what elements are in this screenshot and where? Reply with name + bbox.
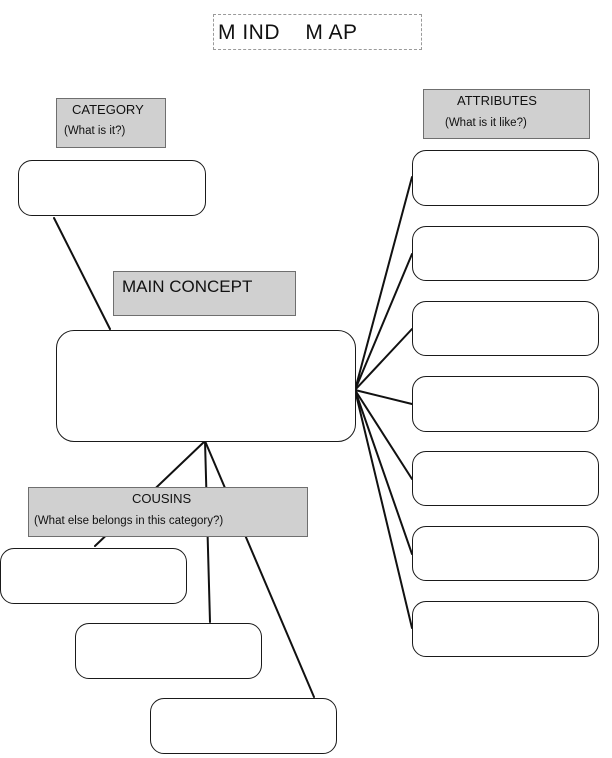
attribute-box-7[interactable] (412, 601, 599, 657)
cousin-box-2[interactable] (75, 623, 262, 679)
attributes-prompt: (What is it like?) (445, 117, 527, 129)
attribute-box-4[interactable] (412, 376, 599, 432)
category-connector (53, 217, 111, 330)
attribute-box-1[interactable] (412, 150, 599, 206)
category-label: CATEGORY (72, 102, 144, 117)
cousin-box-1[interactable] (0, 548, 187, 604)
cousin-connector-3 (204, 440, 315, 698)
attributes-label: ATTRIBUTES (457, 93, 537, 108)
attribute-connector-4 (354, 389, 413, 405)
cousin-box-3[interactable] (150, 698, 337, 754)
page-title: M IND M AP (218, 21, 358, 44)
cousins-label-box: COUSINS (What else belongs in this categ… (28, 487, 308, 537)
category-box[interactable] (18, 160, 206, 216)
cousins-label: COUSINS (132, 491, 192, 506)
attribute-connector-7 (354, 389, 413, 629)
attribute-box-5[interactable] (412, 451, 599, 506)
attributes-label-box: ATTRIBUTES (What is it like?) (423, 89, 590, 139)
attribute-connector-3 (354, 328, 413, 391)
attribute-box-6[interactable] (412, 526, 599, 581)
attribute-connector-6 (354, 389, 413, 555)
category-prompt: (What is it?) (64, 125, 126, 137)
attribute-connector-5 (354, 389, 413, 480)
main-concept-label-box: MAIN CONCEPT (113, 271, 296, 316)
attribute-box-3[interactable] (412, 301, 599, 356)
attribute-box-2[interactable] (412, 226, 599, 281)
main-concept-box[interactable] (56, 330, 356, 442)
category-label-box: CATEGORY (What is it?) (56, 98, 166, 148)
attribute-connector-1 (354, 176, 413, 391)
cousins-prompt: (What else belongs in this category?) (34, 515, 224, 527)
title-box: M IND M AP (213, 14, 422, 50)
attribute-connector-2 (354, 253, 413, 391)
main-concept-label: MAIN CONCEPT (122, 277, 253, 296)
